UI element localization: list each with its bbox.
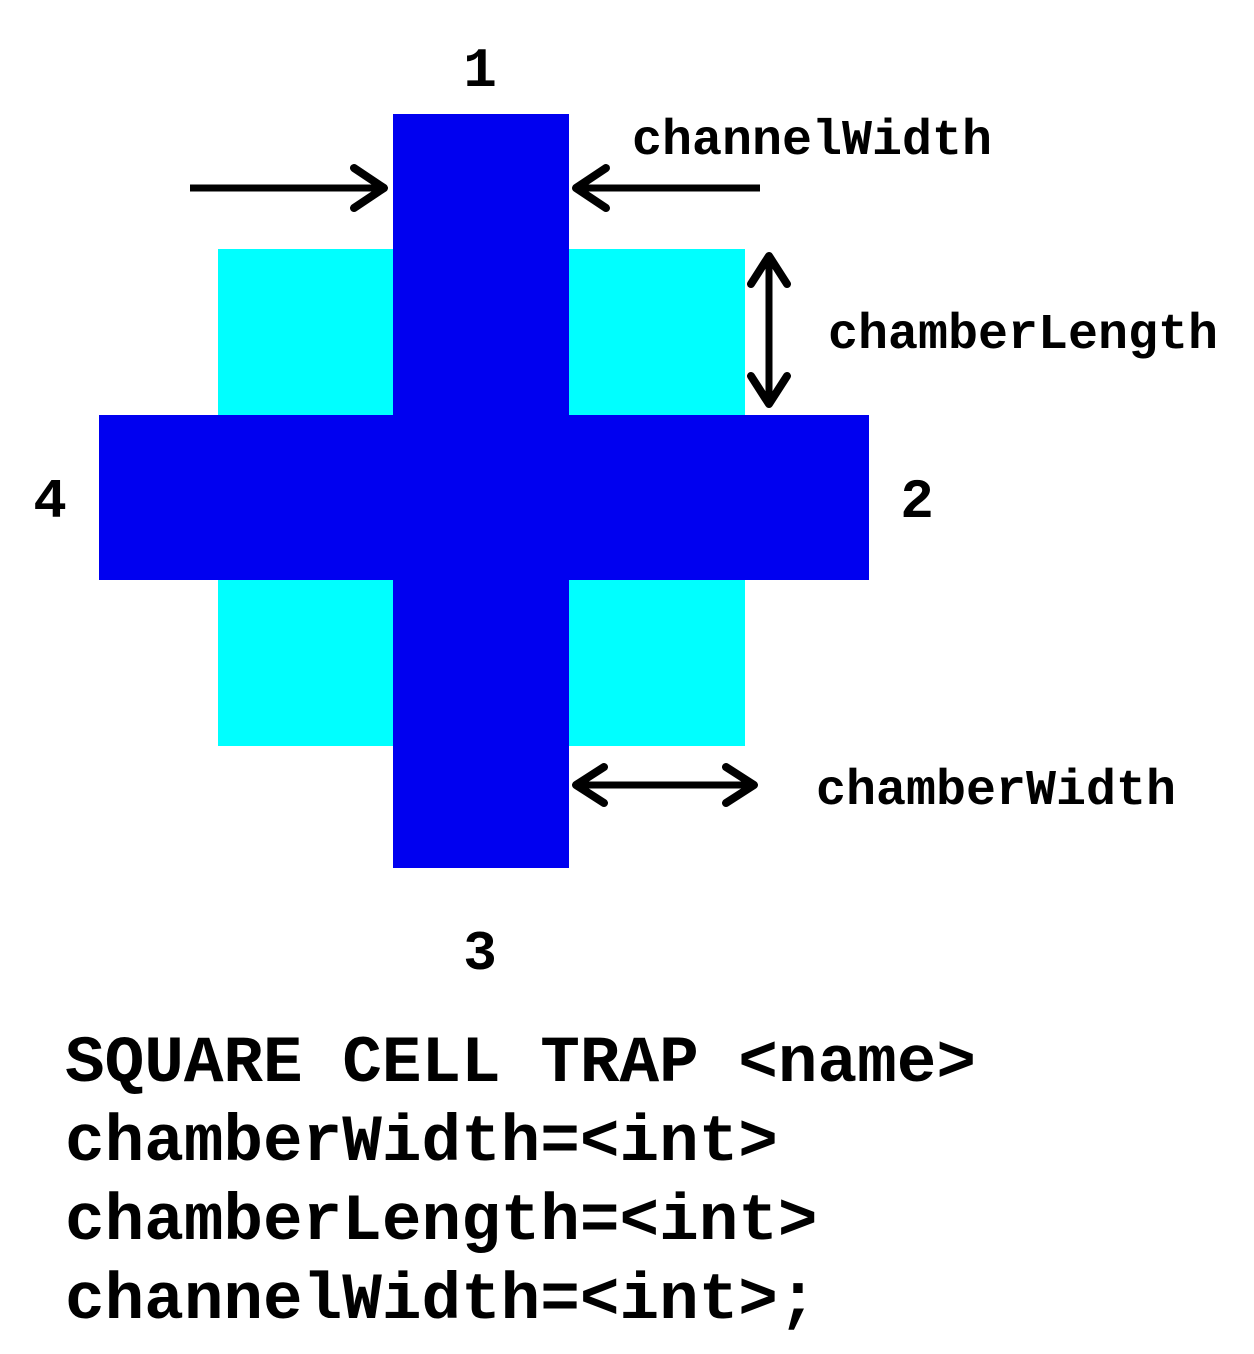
chamber-length-label: chamberLength bbox=[828, 307, 1218, 364]
channel-width-arrow-right bbox=[572, 164, 760, 212]
code-line-3: chamberLength=<int> bbox=[65, 1184, 818, 1259]
chamber-width-arrow bbox=[572, 763, 758, 807]
channel-width-label: channelWidth bbox=[632, 113, 992, 170]
port-label-4: 4 bbox=[33, 470, 67, 534]
chamber-length-arrow bbox=[747, 252, 791, 408]
horizontal-channel bbox=[99, 415, 869, 580]
port-label-2: 2 bbox=[900, 470, 934, 534]
channel-width-arrow-left bbox=[190, 164, 388, 212]
chamber-width-label: chamberWidth bbox=[816, 763, 1176, 820]
port-label-1: 1 bbox=[463, 39, 497, 103]
code-line-2: chamberWidth=<int> bbox=[65, 1105, 778, 1180]
code-line-1: SQUARE CELL TRAP <name> bbox=[65, 1026, 976, 1101]
port-label-3: 3 bbox=[463, 922, 497, 986]
code-line-4: channelWidth=<int>; bbox=[65, 1263, 818, 1338]
